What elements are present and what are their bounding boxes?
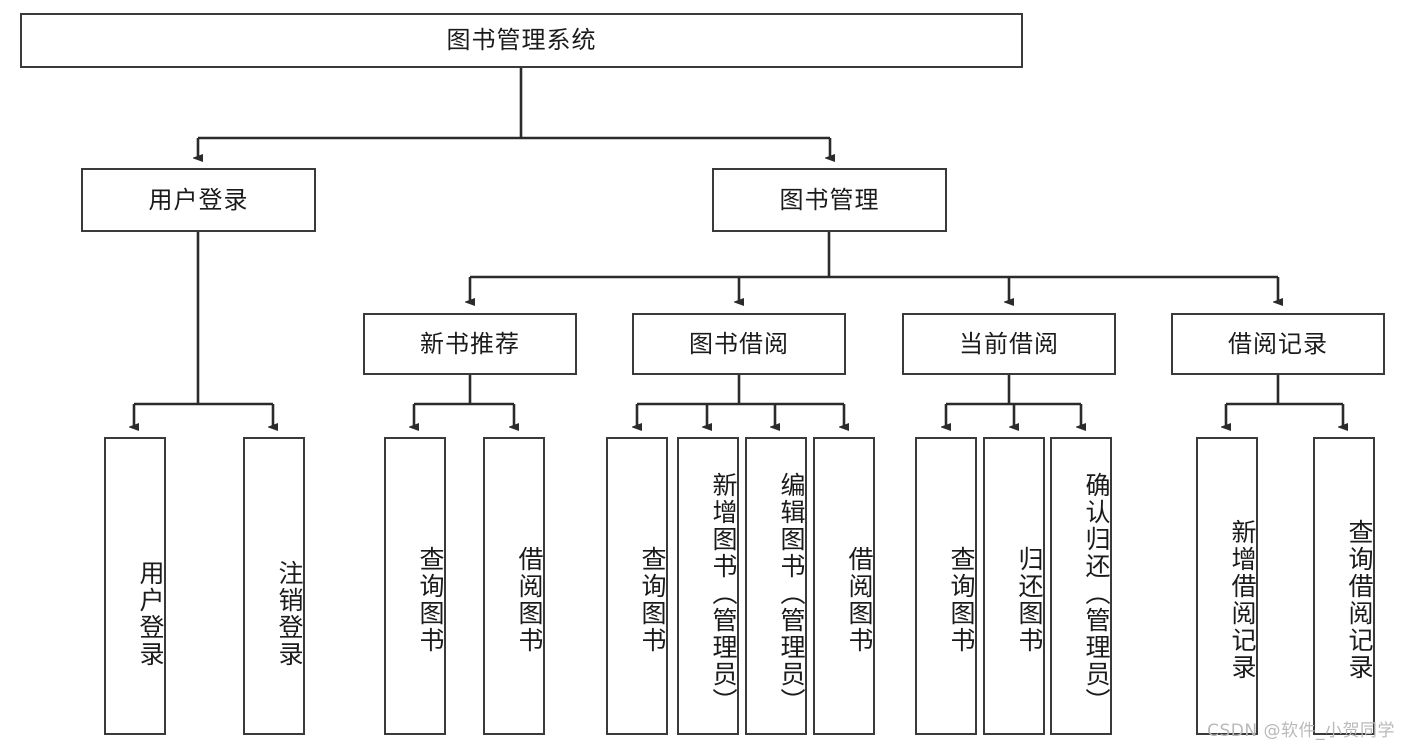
leaf-user-login[interactable]: 用户登录 bbox=[104, 437, 166, 735]
node-label: 确认归还（管理员） bbox=[1082, 471, 1111, 715]
node-label: 注销登录 bbox=[275, 560, 304, 668]
leaf-current-return-book[interactable]: 归还图书 bbox=[983, 437, 1045, 735]
node-label: 借阅图书 bbox=[515, 546, 544, 654]
node-root-system[interactable]: 图书管理系统 bbox=[20, 13, 1023, 68]
node-user-login[interactable]: 用户登录 bbox=[81, 168, 316, 232]
leaf-current-confirm-return-admin[interactable]: 确认归还（管理员） bbox=[1050, 437, 1112, 735]
node-label: 归还图书 bbox=[1015, 546, 1044, 654]
node-label: 图书借阅 bbox=[689, 329, 789, 358]
node-label: 借阅记录 bbox=[1228, 329, 1328, 358]
node-label: 查询图书 bbox=[947, 546, 976, 654]
node-label: 查询图书 bbox=[416, 546, 445, 654]
leaf-recommend-borrow-book[interactable]: 借阅图书 bbox=[483, 437, 545, 735]
node-current-borrow[interactable]: 当前借阅 bbox=[902, 313, 1116, 375]
node-book-borrow[interactable]: 图书借阅 bbox=[632, 313, 846, 375]
leaf-user-logout[interactable]: 注销登录 bbox=[243, 437, 305, 735]
leaf-borrow-borrow-book[interactable]: 借阅图书 bbox=[813, 437, 875, 735]
node-label: 借阅图书 bbox=[845, 546, 874, 654]
node-label: 新增图书（管理员） bbox=[709, 471, 738, 715]
leaf-borrow-edit-book-admin[interactable]: 编辑图书（管理员） bbox=[745, 437, 807, 735]
leaf-current-query-book[interactable]: 查询图书 bbox=[915, 437, 977, 735]
node-label: 用户登录 bbox=[136, 560, 165, 668]
node-book-management[interactable]: 图书管理 bbox=[712, 168, 947, 232]
node-label: 图书管理系统 bbox=[446, 26, 597, 55]
csdn-watermark: CSDN @软件_小贺同学 bbox=[1207, 721, 1395, 741]
node-label: 当前借阅 bbox=[959, 329, 1059, 358]
node-borrow-record[interactable]: 借阅记录 bbox=[1171, 313, 1385, 375]
leaf-recommend-query-book[interactable]: 查询图书 bbox=[384, 437, 446, 735]
leaf-borrow-query-book[interactable]: 查询图书 bbox=[606, 437, 668, 735]
node-new-book-recommend[interactable]: 新书推荐 bbox=[363, 313, 577, 375]
leaf-borrow-add-book-admin[interactable]: 新增图书（管理员） bbox=[677, 437, 739, 735]
node-label: 用户登录 bbox=[148, 185, 249, 214]
node-label: 查询图书 bbox=[638, 546, 667, 654]
leaf-record-query-record[interactable]: 查询借阅记录 bbox=[1313, 437, 1375, 735]
node-label: 图书管理 bbox=[779, 185, 880, 214]
node-label: 新增借阅记录 bbox=[1228, 519, 1257, 681]
node-label: 查询借阅记录 bbox=[1345, 519, 1374, 681]
leaf-record-add-record[interactable]: 新增借阅记录 bbox=[1196, 437, 1258, 735]
node-label: 编辑图书（管理员） bbox=[777, 471, 806, 715]
node-label: 新书推荐 bbox=[420, 329, 520, 358]
